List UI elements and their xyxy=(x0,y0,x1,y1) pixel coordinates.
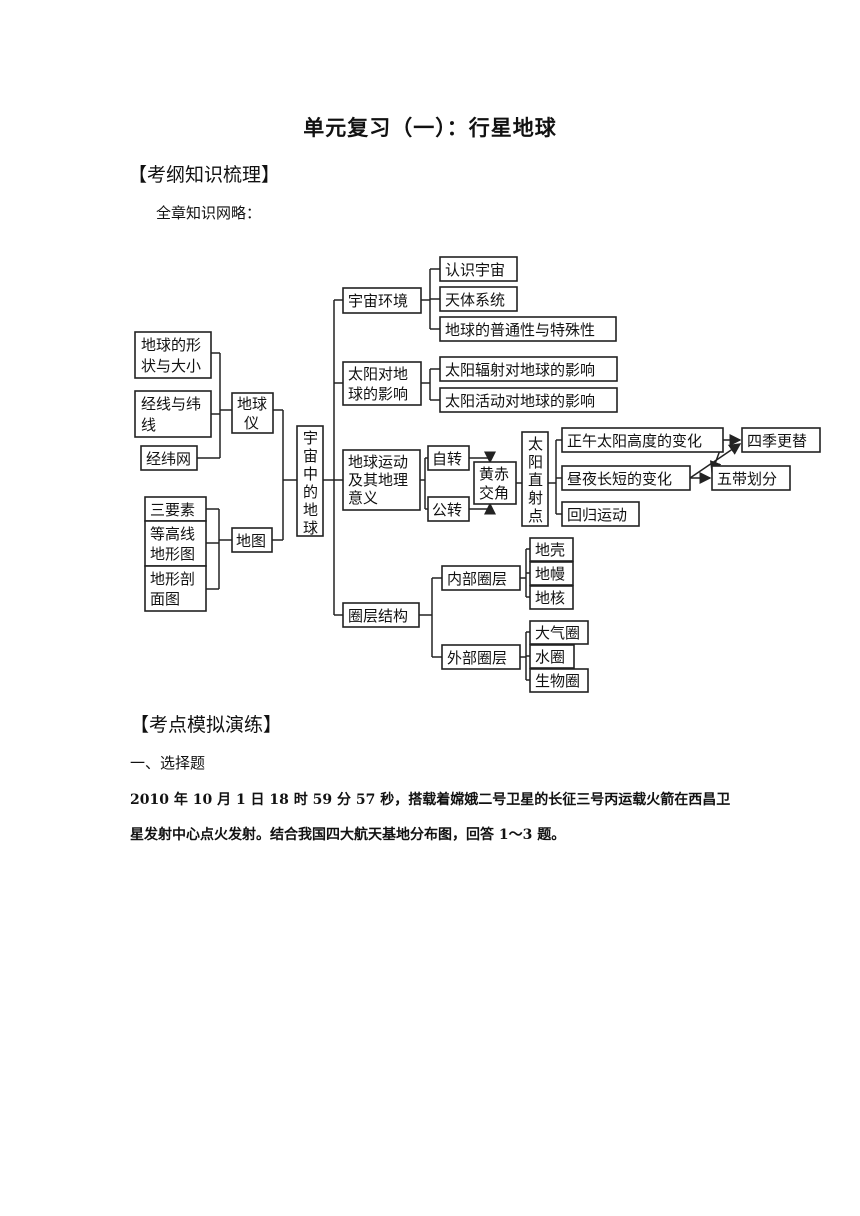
node-seasons: 四季更替 xyxy=(741,427,821,453)
node-rotation: 自转 xyxy=(427,445,470,471)
svg-text:宇宙环境: 宇宙环境 xyxy=(348,292,408,310)
node-contour-map: 等高线 地形图 xyxy=(144,520,207,567)
node-hydrosphere: 水圈 xyxy=(529,644,575,669)
svg-text:公转: 公转 xyxy=(432,501,462,519)
svg-text:三要素: 三要素 xyxy=(150,501,195,519)
svg-text:太阳活动对地球的影响: 太阳活动对地球的影响 xyxy=(445,392,595,410)
node-mantle: 地幔 xyxy=(529,561,574,586)
svg-text:地幔: 地幔 xyxy=(535,565,565,583)
svg-text:太: 太 xyxy=(528,435,543,453)
node-three-elements: 三要素 xyxy=(144,496,207,522)
svg-text:五带划分: 五带划分 xyxy=(717,470,777,488)
node-meridian-parallel: 经线与纬 线 xyxy=(134,390,212,438)
node-subsolar-point: 太 阳 直 射 点 xyxy=(521,431,549,527)
svg-text:大气圈: 大气圈 xyxy=(535,624,580,642)
svg-text:黄赤: 黄赤 xyxy=(479,465,509,483)
node-obliquity: 黄赤 交角 xyxy=(473,461,517,505)
svg-text:中: 中 xyxy=(303,465,318,483)
svg-text:四季更替: 四季更替 xyxy=(747,432,807,450)
node-terrain-profile: 地形剖 面图 xyxy=(144,565,207,612)
node-biosphere: 生物圈 xyxy=(529,668,589,693)
svg-text:生物圈: 生物圈 xyxy=(535,672,580,690)
page-title: 单元复习（一）：行星地球 xyxy=(303,116,557,140)
node-core: 地核 xyxy=(529,585,574,610)
node-globe-shape: 地球的形 状与大小 xyxy=(134,331,212,379)
svg-text:宇: 宇 xyxy=(303,429,318,447)
svg-text:等高线: 等高线 xyxy=(150,525,195,543)
svg-text:的: 的 xyxy=(303,483,318,501)
svg-text:水圈: 水圈 xyxy=(535,648,565,666)
svg-text:阳: 阳 xyxy=(528,453,543,471)
svg-text:经纬网: 经纬网 xyxy=(146,450,191,468)
svg-text:经线与纬: 经线与纬 xyxy=(141,395,201,413)
svg-text:线: 线 xyxy=(141,416,156,434)
svg-text:球的影响: 球的影响 xyxy=(348,385,408,403)
svg-text:地球的普通性与特殊性: 地球的普通性与特殊性 xyxy=(445,321,595,339)
node-know-universe: 认识宇宙 xyxy=(439,256,518,282)
question-paragraph-line-1: 2010 年 10 月 1 日 18 时 59 分 57 秒，搭载着嫦娥二号卫星… xyxy=(130,792,731,808)
node-sun-influence: 太阳对地 球的影响 xyxy=(342,361,422,406)
svg-text:射: 射 xyxy=(528,489,543,507)
svg-text:太阳辐射对地球的影响: 太阳辐射对地球的影响 xyxy=(445,361,595,379)
svg-text:仪: 仪 xyxy=(244,414,259,432)
svg-text:内部圈层: 内部圈层 xyxy=(447,570,507,588)
node-crust: 地壳 xyxy=(529,537,574,562)
svg-text:地球: 地球 xyxy=(237,395,267,413)
node-day-length: 昼夜长短的变化 xyxy=(561,465,691,491)
svg-text:地球运动: 地球运动 xyxy=(348,453,408,471)
node-noon-sun-height: 正午太阳高度的变化 xyxy=(561,427,724,453)
svg-text:交角: 交角 xyxy=(479,484,509,502)
node-layer-structure: 圈层结构 xyxy=(342,602,420,628)
node-earth-uniqueness: 地球的普通性与特殊性 xyxy=(439,316,617,342)
svg-text:状与大小: 状与大小 xyxy=(141,357,201,375)
svg-text:太阳对地: 太阳对地 xyxy=(348,365,408,383)
section-heading-practice: 【考点模拟演练】 xyxy=(130,714,283,736)
node-universe-environment: 宇宙环境 xyxy=(342,287,422,314)
node-five-zones: 五带划分 xyxy=(711,465,791,491)
svg-text:直: 直 xyxy=(528,471,543,489)
node-outer-layers: 外部圈层 xyxy=(441,644,521,670)
question-paragraph-line-2: 星发射中心点火发射。结合我国四大航天基地分布图，回答 1～3 题。 xyxy=(130,827,566,843)
svg-text:地核: 地核 xyxy=(535,589,565,607)
question-type-multiple-choice: 一、选择题 xyxy=(130,754,206,772)
svg-text:地球的形: 地球的形 xyxy=(141,336,201,354)
svg-text:宙: 宙 xyxy=(303,447,318,465)
node-map: 地图 xyxy=(231,527,273,553)
svg-text:地形剖: 地形剖 xyxy=(150,570,195,588)
svg-text:地壳: 地壳 xyxy=(535,541,565,559)
svg-text:自转: 自转 xyxy=(432,450,462,468)
svg-text:地: 地 xyxy=(303,501,318,519)
node-graticule: 经纬网 xyxy=(140,445,198,471)
node-globe: 地球 仪 xyxy=(231,392,274,434)
node-tropic-motion: 回归运动 xyxy=(561,501,640,527)
node-atmosphere: 大气圈 xyxy=(529,620,589,645)
svg-text:认识宇宙: 认识宇宙 xyxy=(445,261,505,279)
node-inner-layers: 内部圈层 xyxy=(441,565,521,591)
svg-text:昼夜长短的变化: 昼夜长短的变化 xyxy=(567,470,672,488)
node-solar-activity: 太阳活动对地球的影响 xyxy=(439,387,618,413)
svg-text:地图: 地图 xyxy=(236,532,266,550)
node-revolution: 公转 xyxy=(427,496,470,522)
svg-text:面图: 面图 xyxy=(150,590,180,608)
svg-text:外部圈层: 外部圈层 xyxy=(447,649,507,667)
svg-text:正午太阳高度的变化: 正午太阳高度的变化 xyxy=(567,432,702,450)
svg-text:地形图: 地形图 xyxy=(150,545,195,563)
svg-text:及其地理: 及其地理 xyxy=(348,471,408,489)
node-solar-radiation: 太阳辐射对地球的影响 xyxy=(439,356,618,382)
node-root-earth-in-universe: 宇 宙 中 的 地 球 xyxy=(296,425,324,537)
svg-text:回归运动: 回归运动 xyxy=(567,506,627,524)
node-celestial-system: 天体系统 xyxy=(439,286,518,312)
svg-text:圈层结构: 圈层结构 xyxy=(348,607,408,625)
svg-text:天体系统: 天体系统 xyxy=(445,291,505,309)
svg-text:点: 点 xyxy=(528,507,543,525)
section-heading-knowledge: 【考纲知识梳理】 xyxy=(128,164,281,186)
svg-text:意义: 意义 xyxy=(348,489,378,507)
node-earth-motion: 地球运动 及其地理 意义 xyxy=(342,449,421,511)
svg-text:球: 球 xyxy=(303,519,318,537)
subtitle-knowledge-network: 全章知识网略： xyxy=(156,204,262,222)
